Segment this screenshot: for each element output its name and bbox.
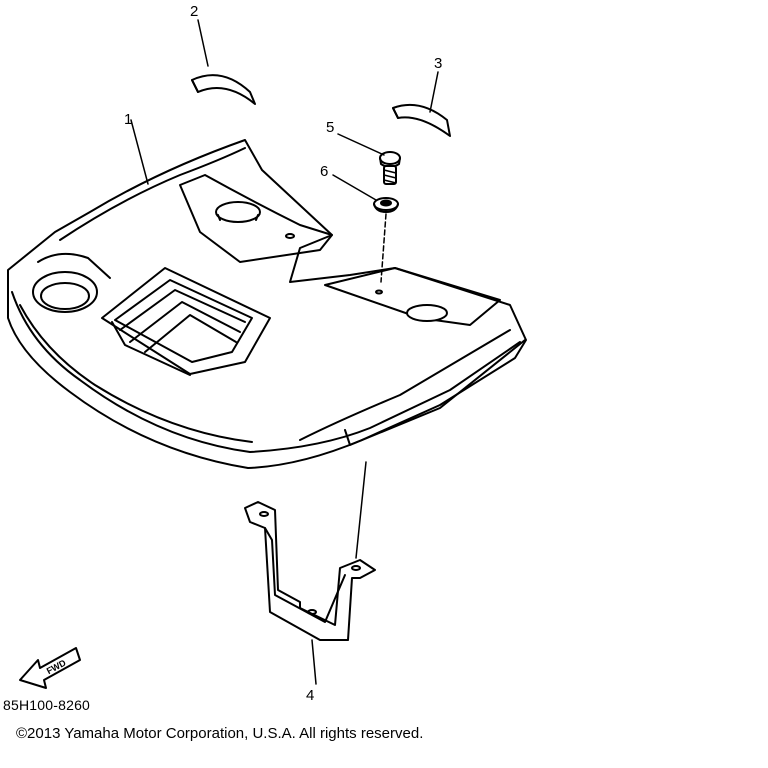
part-1-cover xyxy=(7,139,527,469)
callout-3: 3 xyxy=(434,55,442,72)
callout-5: 5 xyxy=(326,119,334,136)
callout-6: 6 xyxy=(320,163,328,180)
copyright-notice: ©2013 Yamaha Motor Corporation, U.S.A. A… xyxy=(16,725,424,742)
part-6-washer xyxy=(373,197,399,213)
leader-lines xyxy=(130,19,439,685)
diagram-part-code: 85H100-8260 xyxy=(3,697,91,713)
part-3-pad xyxy=(392,104,451,137)
part-4-bracket xyxy=(244,501,376,641)
part-5-bolt xyxy=(379,151,401,185)
part-2-pad xyxy=(191,74,256,105)
callout-1: 1 xyxy=(124,111,132,128)
callout-2: 2 xyxy=(190,3,198,20)
fwd-arrow-icon: FWD xyxy=(19,647,81,689)
callout-4: 4 xyxy=(306,687,314,704)
